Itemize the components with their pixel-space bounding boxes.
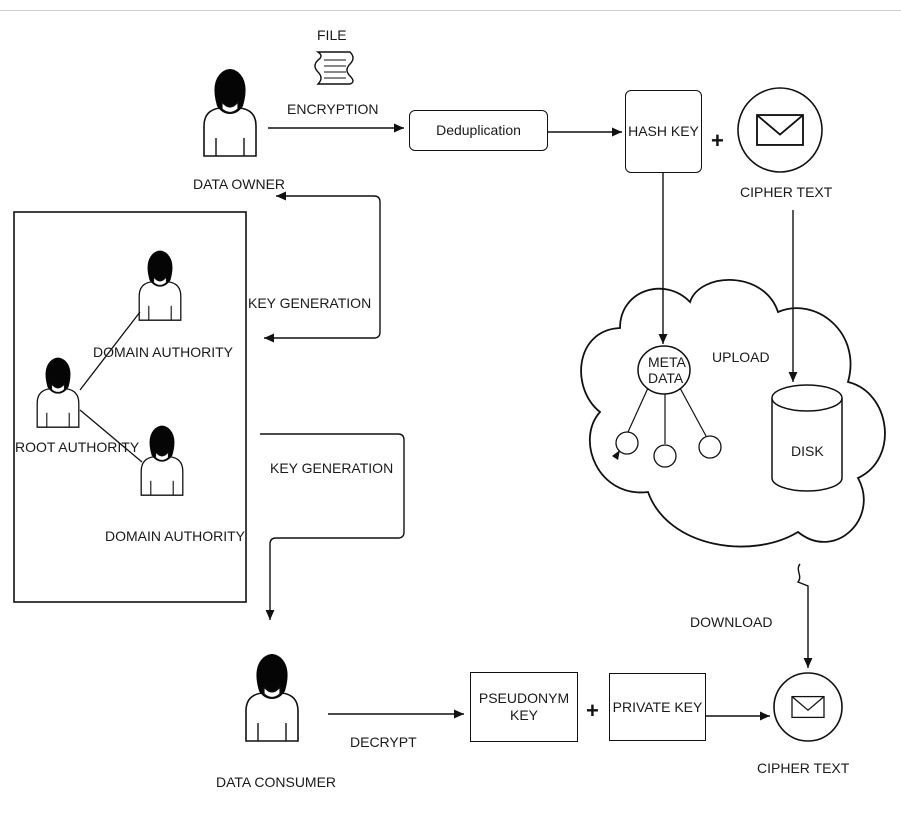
- hash-key-label: HASH KEY: [628, 123, 699, 139]
- root-to-domain-top-line: [79, 311, 141, 391]
- data-owner-person-icon: [203, 68, 257, 157]
- deduplication-box: Deduplication: [409, 110, 548, 151]
- root-to-domain-bottom-line: [79, 409, 143, 463]
- upload-label: UPLOAD: [712, 349, 770, 365]
- cipher-text-bottom-label: CIPHER TEXT: [757, 760, 850, 776]
- meta-data-label-line1: META: [648, 354, 686, 370]
- disk-cylinder-icon: [771, 384, 843, 492]
- encryption-label: ENCRYPTION: [287, 101, 379, 117]
- download-label: DOWNLOAD: [690, 614, 773, 630]
- meta-node-mid: [653, 444, 677, 468]
- domain-authority-top-label: DOMAIN AUTHORITY: [93, 344, 234, 360]
- deduplication-label: Deduplication: [436, 122, 521, 138]
- authority-frame: [13, 211, 247, 603]
- plus-sign-bottom: +: [586, 698, 599, 723]
- pseudonym-key-label-line1: PSEUDONYM: [478, 690, 570, 706]
- meta-node-right: [698, 435, 722, 459]
- domain-authority-bottom-label: DOMAIN AUTHORITY: [105, 528, 246, 544]
- data-consumer-label: DATA CONSUMER: [216, 774, 337, 790]
- meta-tree-line-right: [679, 387, 707, 437]
- meta-node-left: [615, 431, 639, 455]
- cipher-text-top-label: CIPHER TEXT: [740, 184, 833, 200]
- private-key-box: PRIVATE KEY: [609, 673, 706, 741]
- root-authority-person-icon: [36, 356, 80, 428]
- file-scroll-icon: [314, 51, 354, 85]
- key-generation-top-connector: [264, 191, 381, 343]
- private-key-label: PRIVATE KEY: [612, 698, 703, 715]
- top-divider: [0, 10, 901, 11]
- file-label: FILE: [317, 27, 347, 43]
- cipher-text-top-envelope-icon: [756, 114, 804, 146]
- root-authority-label: ROOT AUTHORITY: [15, 439, 140, 455]
- cipher-text-bottom-envelope-icon: [791, 695, 825, 719]
- meta-node-arrowhead: [612, 450, 620, 460]
- pseudonym-key-box: PSEUDONYM KEY: [470, 672, 578, 742]
- meta-data-ellipse: [637, 345, 691, 395]
- domain-authority-top-person-icon: [138, 249, 182, 321]
- pseudonym-key-label-line2: KEY: [509, 707, 538, 723]
- meta-tree-line-left: [627, 387, 649, 433]
- key-generation-bottom-connector: [260, 433, 405, 620]
- domain-authority-bottom-person-icon: [140, 424, 184, 496]
- data-owner-label: DATA OWNER: [193, 176, 286, 192]
- key-generation-bottom-label: KEY GENERATION: [270, 460, 394, 476]
- key-generation-top-label: KEY GENERATION: [248, 295, 372, 311]
- download-arrow: [796, 563, 813, 668]
- plus-sign-top: +: [711, 128, 724, 153]
- data-consumer-person-icon: [245, 653, 299, 742]
- hash-key-box: HASH KEY: [625, 90, 702, 173]
- disk-label: DISK: [791, 443, 824, 459]
- decrypt-label: DECRYPT: [350, 734, 417, 750]
- meta-data-label-line2: DATA: [648, 370, 684, 386]
